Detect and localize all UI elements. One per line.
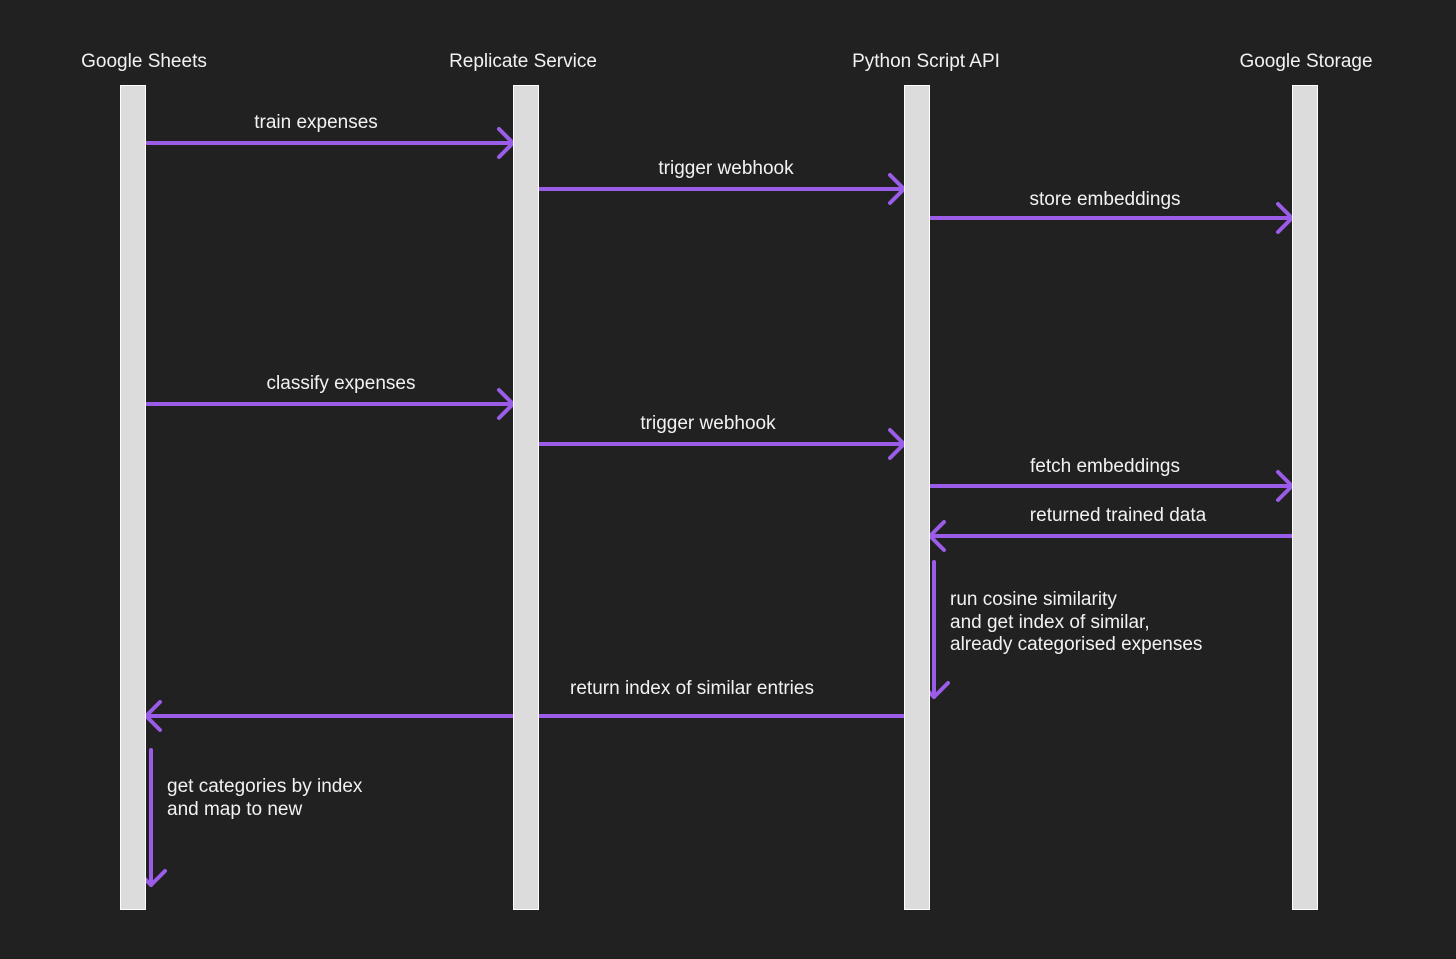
arrowhead-return-index-of-similar-entries [144,700,162,732]
arrowhead-returned-trained-data [928,520,946,552]
